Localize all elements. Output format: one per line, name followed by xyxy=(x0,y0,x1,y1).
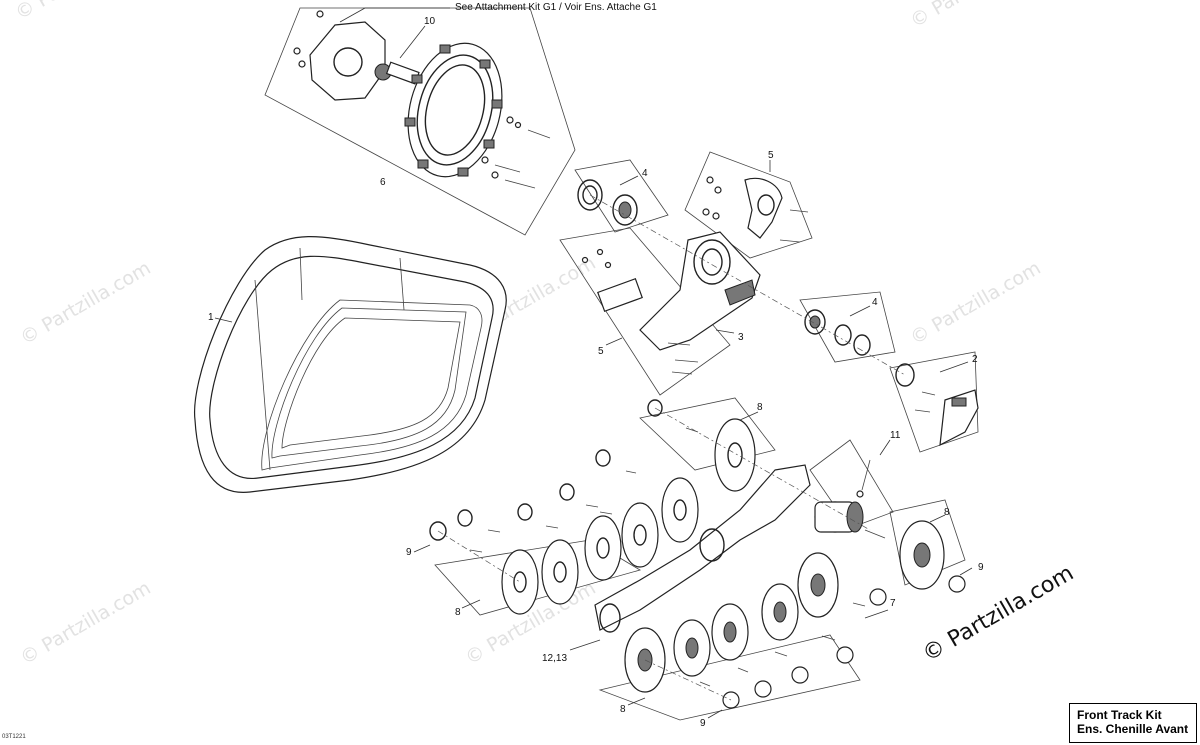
callout-12-13: 12,13 xyxy=(542,653,567,664)
wheel-group-outline-top xyxy=(639,397,776,471)
drive-sprocket xyxy=(404,42,503,178)
callout-8-left: 8 xyxy=(455,607,461,618)
callout-5-plate: 5 xyxy=(598,346,604,357)
wheel-bearings-caps xyxy=(429,399,966,709)
sprocket-fasteners xyxy=(293,10,551,189)
bearing-group-outline-mid xyxy=(799,291,896,363)
mount-plate xyxy=(581,248,699,375)
mount-bracket-top xyxy=(702,176,809,243)
callout-11: 11 xyxy=(890,430,901,441)
callout-2: 2 xyxy=(972,354,978,365)
callout-4-top: 4 xyxy=(642,168,648,179)
bearing-group-outline-top xyxy=(574,159,669,233)
watermark: © Partzilla.com xyxy=(907,257,1045,349)
callout-9-bottom: 9 xyxy=(700,718,706,729)
bracket-group-outline xyxy=(684,151,813,259)
leader-lines xyxy=(214,7,973,719)
watermark: © Partzilla.com xyxy=(907,0,1045,32)
axle-shaft-spacer xyxy=(814,459,886,539)
bearing-set-top xyxy=(577,179,638,226)
callout-4-mid: 4 xyxy=(872,297,878,308)
idler-wheels-top xyxy=(501,418,756,615)
main-frame-arm xyxy=(639,231,761,351)
diagram-title-box: Front Track Kit Ens. Chenille Avant xyxy=(1069,703,1197,743)
callout-9-right: 9 xyxy=(978,562,984,573)
callout-8-bottom: 8 xyxy=(620,704,626,715)
group-outlines xyxy=(264,7,979,721)
diagram-title-french: Ens. Chenille Avant xyxy=(1077,722,1189,736)
wheel-group-outline-left xyxy=(434,539,642,616)
callout-3: 3 xyxy=(738,332,744,343)
plate-group-outline xyxy=(559,227,731,396)
watermark: © Partzilla.com xyxy=(17,577,155,669)
callout-labels: See Attachment Kit G1 / Voir Ens. Attach… xyxy=(208,2,984,729)
drawing-code: 03T1221 xyxy=(2,734,26,740)
callout-6: 6 xyxy=(380,177,386,188)
end-cap xyxy=(895,363,979,447)
watermark: © Partzilla.com xyxy=(12,0,150,24)
idler-wheels-bottom xyxy=(624,520,945,693)
center-lines xyxy=(437,194,906,701)
callout-5-top: 5 xyxy=(768,150,774,161)
sprocket-group-outline xyxy=(264,7,576,236)
callout-9-left: 9 xyxy=(406,547,412,558)
wheel-bolts xyxy=(469,427,866,687)
callout-1: 1 xyxy=(208,312,214,323)
callout-7: 7 xyxy=(890,598,896,609)
bearing-set-mid xyxy=(804,309,871,356)
watermark: © Partzilla.com xyxy=(17,257,155,349)
watermark-prominent: © Partzilla.com xyxy=(919,561,1079,668)
cap-group-outline xyxy=(889,351,979,453)
bogie-beam xyxy=(594,464,811,633)
diagram-title: Front Track Kit xyxy=(1077,708,1162,722)
callout-10: 10 xyxy=(424,16,436,27)
callout-8-top: 8 xyxy=(757,402,763,413)
drive-hub-plate xyxy=(309,21,420,101)
wheel-group-outline-bottom xyxy=(598,634,861,721)
track-belt xyxy=(193,236,507,493)
callout-8-right: 8 xyxy=(944,507,950,518)
reference-note: See Attachment Kit G1 / Voir Ens. Attach… xyxy=(455,2,657,13)
